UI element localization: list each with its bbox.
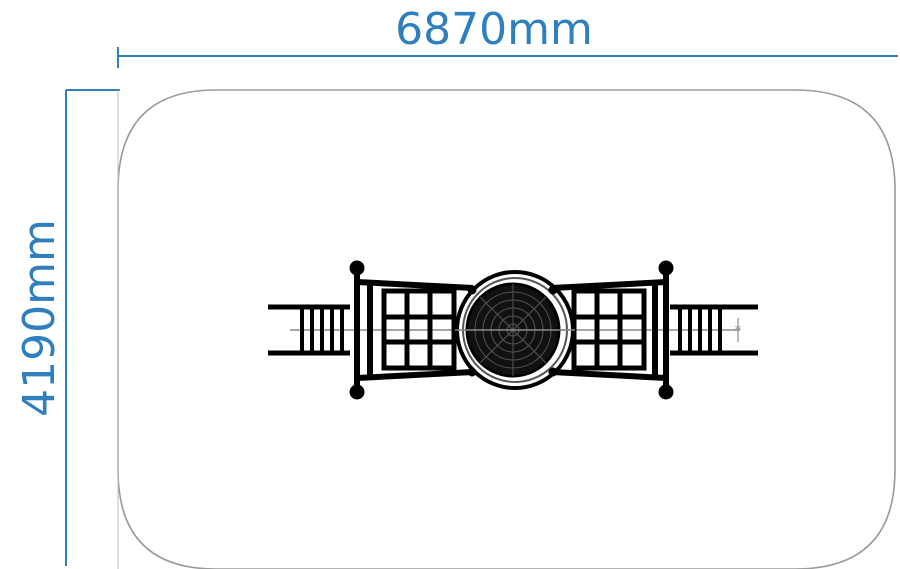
corner-posts [349, 260, 674, 400]
tower-post-bottom-left [467, 367, 477, 377]
width-label: 6870mm [395, 4, 593, 55]
tower-post-bottom-right [548, 367, 558, 377]
tower-post-top-left [467, 285, 477, 295]
left-steps-treads [300, 307, 344, 353]
tower-post-top-right [548, 285, 558, 295]
post-bottom-right [658, 384, 674, 400]
height-label: 4190mm [14, 219, 65, 417]
safety-zone-outline [117, 89, 896, 569]
dimension-lines [65, 47, 898, 566]
left-platform-frame [354, 272, 474, 390]
right-steps-treads [678, 307, 722, 353]
right-axis-marker: * [735, 323, 742, 339]
post-top-left [349, 260, 365, 276]
right-net-panel [571, 288, 647, 371]
left-net-panel [381, 288, 457, 371]
right-platform-frame [551, 272, 669, 390]
post-bottom-left [349, 384, 365, 400]
left-steps [268, 304, 350, 356]
play-structure: * [268, 260, 758, 400]
post-top-right [658, 260, 674, 276]
right-steps [670, 304, 758, 356]
